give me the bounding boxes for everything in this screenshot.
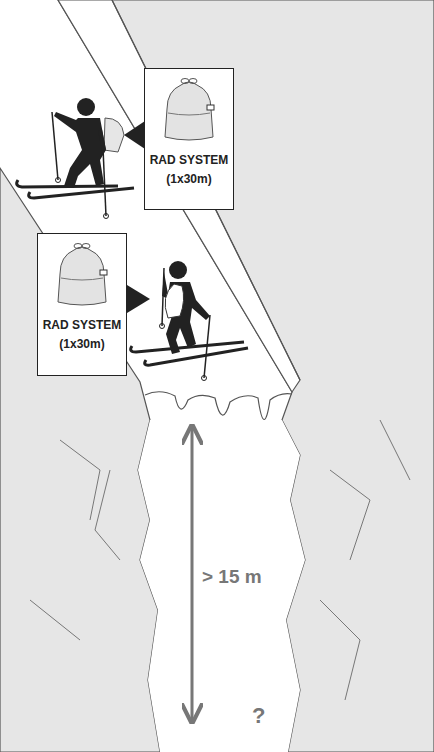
dimension-label: > 15 m [202,566,262,588]
callout-pointer [127,285,150,313]
callout-box: RAD SYSTEM (1x30m) [144,68,234,210]
right-rock-wall [58,0,434,752]
callout-pointer [124,121,145,149]
slope-edge [112,0,300,380]
callout-box: RAD SYSTEM (1x30m) [37,233,127,376]
callout-text: RAD SYSTEM (1x30m) [145,151,233,188]
cornice-edge [145,392,292,420]
gully-snow [138,420,305,752]
upper-skier [17,98,134,219]
left-rock-wall [0,168,160,752]
backpack-icon [52,240,112,310]
backpack-icon [159,75,219,145]
unknown-mark: ? [252,703,265,729]
lower-skier [131,261,248,381]
height-dimension [191,426,194,722]
callout-text: RAD SYSTEM (1x30m) [38,316,126,353]
